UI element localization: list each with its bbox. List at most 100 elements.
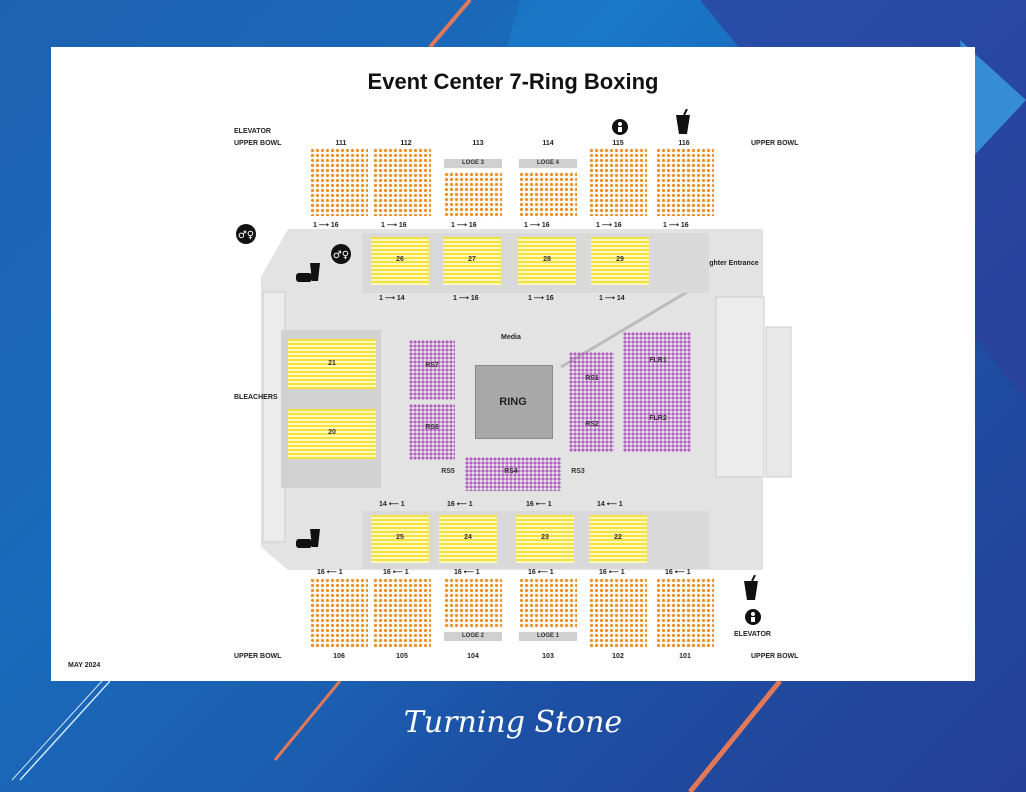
restroom-icon: ♂♀ <box>236 224 256 244</box>
loge-4-label: LOGE 4 <box>519 159 577 168</box>
seat-range-106: 16 ⟵ 1 <box>317 569 343 576</box>
svg-text:♂♀: ♂♀ <box>238 230 254 241</box>
section-label-24: 24 <box>464 534 472 541</box>
section-21[interactable] <box>288 339 376 389</box>
section-101[interactable] <box>656 578 714 648</box>
section-115[interactable] <box>589 148 647 216</box>
section-102[interactable] <box>589 578 647 648</box>
section-27[interactable] <box>443 237 501 285</box>
seat-range-111: 1 ⟶ 16 <box>313 222 339 229</box>
seat-range-24: 16 ⟵ 1 <box>447 501 473 508</box>
seat-range-104: 16 ⟵ 1 <box>454 569 480 576</box>
seat-range-101: 16 ⟵ 1 <box>665 569 691 576</box>
section-number-102: 102 <box>612 653 624 660</box>
section-label-23: 23 <box>541 534 549 541</box>
elevator-label-top: ELEVATOR <box>234 128 271 135</box>
arena-floor-outline <box>261 229 792 570</box>
brand-logo: Turning Stone <box>403 705 623 740</box>
section-label-flr2: FLR2 <box>649 415 667 422</box>
fighter-entrance-label: Fighter Entrance <box>703 260 759 267</box>
section-label-25: 25 <box>396 534 404 541</box>
section-106[interactable] <box>310 578 368 648</box>
section-number-105: 105 <box>396 653 408 660</box>
seat-range-25: 14 ⟵ 1 <box>379 501 405 508</box>
section-number-111: 111 <box>335 140 347 147</box>
section-label-20: 20 <box>328 429 336 436</box>
ring-label: RING <box>499 396 527 408</box>
section-label-rs1: RS1 <box>585 375 599 382</box>
section-number-103: 103 <box>542 653 554 660</box>
drink-icon-2 <box>744 575 758 600</box>
seat-range-23: 16 ⟵ 1 <box>526 501 552 508</box>
section-25[interactable] <box>371 515 429 563</box>
section-113[interactable] <box>444 172 502 217</box>
seat-range-26: 1 ⟶ 14 <box>379 295 405 302</box>
section-flr[interactable] <box>623 332 691 452</box>
section-26[interactable] <box>371 237 429 285</box>
upper-bowl-label-bl: UPPER BOWL <box>234 653 282 660</box>
seat-range-29: 1 ⟶ 14 <box>599 295 625 302</box>
section-23[interactable] <box>516 515 574 563</box>
section-105[interactable] <box>373 578 431 648</box>
concessions-icon <box>296 263 320 282</box>
seat-range-116: 1 ⟶ 16 <box>663 222 689 229</box>
section-number-106: 106 <box>333 653 345 660</box>
seat-range-102: 16 ⟵ 1 <box>599 569 625 576</box>
boxing-ring <box>475 365 553 439</box>
section-rs4[interactable] <box>465 457 561 491</box>
section-label-28: 28 <box>543 256 551 263</box>
section-number-104: 104 <box>467 653 479 660</box>
restroom-icon-2: ♂♀ <box>331 244 351 264</box>
section-label-rs3: RS3 <box>571 468 585 475</box>
seat-range-105: 16 ⟵ 1 <box>383 569 409 576</box>
seat-range-113: 1 ⟶ 16 <box>451 222 477 229</box>
loge-2-label: LOGE 2 <box>444 632 502 641</box>
section-rs1-rs2[interactable] <box>569 352 614 452</box>
upper-bowl-label-br: UPPER BOWL <box>751 653 799 660</box>
section-label-flr1: FLR1 <box>649 357 667 364</box>
section-24[interactable] <box>439 515 497 563</box>
section-label-27: 27 <box>468 256 476 263</box>
seat-range-27: 1 ⟶ 16 <box>453 295 479 302</box>
loge-3-label: LOGE 3 <box>444 159 502 168</box>
seat-range-114: 1 ⟶ 16 <box>524 222 550 229</box>
section-label-rs4: RS4 <box>504 468 518 475</box>
section-label-rs5: RS5 <box>441 468 455 475</box>
family-restroom-icon-2 <box>745 609 761 625</box>
section-label-29: 29 <box>616 256 624 263</box>
upper-bowl-label-tr: UPPER BOWL <box>751 140 799 147</box>
section-103[interactable] <box>519 578 577 628</box>
section-29[interactable] <box>591 237 649 285</box>
section-22[interactable] <box>589 515 647 563</box>
seat-range-28: 1 ⟶ 16 <box>528 295 554 302</box>
upper-bowl-label-tl: UPPER BOWL <box>234 140 282 147</box>
section-number-113: 113 <box>472 140 484 147</box>
section-111[interactable] <box>310 148 368 216</box>
section-104[interactable] <box>444 578 502 628</box>
section-number-101: 101 <box>679 653 691 660</box>
section-20[interactable] <box>288 409 376 459</box>
section-116[interactable] <box>656 148 714 216</box>
loge-1-label: LOGE 1 <box>519 632 577 641</box>
section-number-116: 116 <box>678 140 690 147</box>
section-rs7[interactable] <box>409 340 455 400</box>
section-label-rs7: RS7 <box>425 362 439 369</box>
date-label: MAY 2024 <box>68 662 101 669</box>
section-label-rs6: RS6 <box>425 424 439 431</box>
section-114[interactable] <box>519 172 577 217</box>
section-112[interactable] <box>373 148 431 216</box>
section-number-112: 112 <box>400 140 412 147</box>
section-rs6[interactable] <box>409 404 455 460</box>
seat-range-22: 14 ⟵ 1 <box>597 501 623 508</box>
section-number-115: 115 <box>612 140 624 147</box>
seat-range-115: 1 ⟶ 16 <box>596 222 622 229</box>
elevator-label-bottom: ELEVATOR <box>734 631 771 638</box>
svg-text:♂♀: ♂♀ <box>333 250 349 261</box>
bleachers-label: BLEACHERS <box>234 394 278 401</box>
seating-map-card: Event Center 7-Ring Boxing 111 112 113 1… <box>51 47 975 681</box>
section-28[interactable] <box>518 237 576 285</box>
section-number-114: 114 <box>542 140 554 147</box>
page-title: Event Center 7-Ring Boxing <box>367 69 659 94</box>
section-label-21: 21 <box>328 360 336 367</box>
drink-icon <box>676 109 690 134</box>
